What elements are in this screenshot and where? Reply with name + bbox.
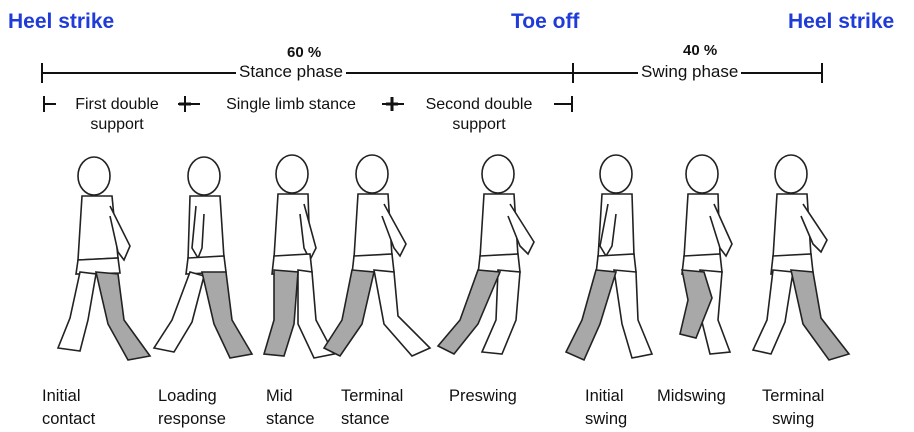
caption-line1: Midswing	[657, 385, 726, 408]
second-double-support-label: Second double support	[404, 95, 554, 135]
caption-mid-stance: Mid stance	[266, 385, 315, 431]
caption-midswing: Midswing	[657, 385, 726, 408]
caption-initial-swing: Initial swing	[585, 385, 627, 431]
figure-midswing	[650, 148, 750, 373]
figure-initial-contact	[52, 148, 162, 373]
first-double-support-label: First double support	[56, 95, 178, 135]
swing-percent: 40 %	[683, 42, 717, 59]
caption-line1: Terminal	[762, 385, 824, 408]
caption-terminal-stance: Terminal stance	[341, 385, 403, 431]
caption-loading-response: Loading response	[158, 385, 226, 431]
caption-line1: Initial	[42, 385, 95, 408]
figure-initial-swing	[556, 148, 656, 373]
second-double-support-line1: Second double	[404, 95, 554, 115]
single-limb-stance-line1: Single limb stance	[200, 95, 382, 115]
caption-line1: Preswing	[449, 385, 517, 408]
swing-phase-label: Swing phase	[638, 62, 741, 82]
caption-line2: stance	[266, 408, 315, 431]
caption-line1: Initial	[585, 385, 627, 408]
caption-terminal-swing: Terminal swing	[762, 385, 824, 431]
figure-loading-response	[152, 148, 262, 373]
caption-line1: Terminal	[341, 385, 403, 408]
caption-line2: swing	[585, 408, 627, 431]
stance-phase-label: Stance phase	[236, 62, 346, 82]
first-double-support-line2: support	[56, 115, 178, 135]
figure-terminal-stance	[322, 148, 434, 373]
stance-percent: 60 %	[287, 44, 321, 61]
second-double-support-line2: support	[404, 115, 554, 135]
figure-terminal-swing	[745, 148, 855, 373]
caption-preswing: Preswing	[449, 385, 517, 408]
caption-initial-contact: Initial contact	[42, 385, 95, 431]
figure-preswing	[434, 148, 544, 373]
caption-line2: swing	[762, 408, 824, 431]
caption-line1: Loading	[158, 385, 226, 408]
caption-line2: stance	[341, 408, 403, 431]
caption-line1: Mid	[266, 385, 315, 408]
single-limb-stance-label: Single limb stance	[200, 95, 382, 115]
caption-line2: response	[158, 408, 226, 431]
first-double-support-line1: First double	[56, 95, 178, 115]
caption-line2: contact	[42, 408, 95, 431]
